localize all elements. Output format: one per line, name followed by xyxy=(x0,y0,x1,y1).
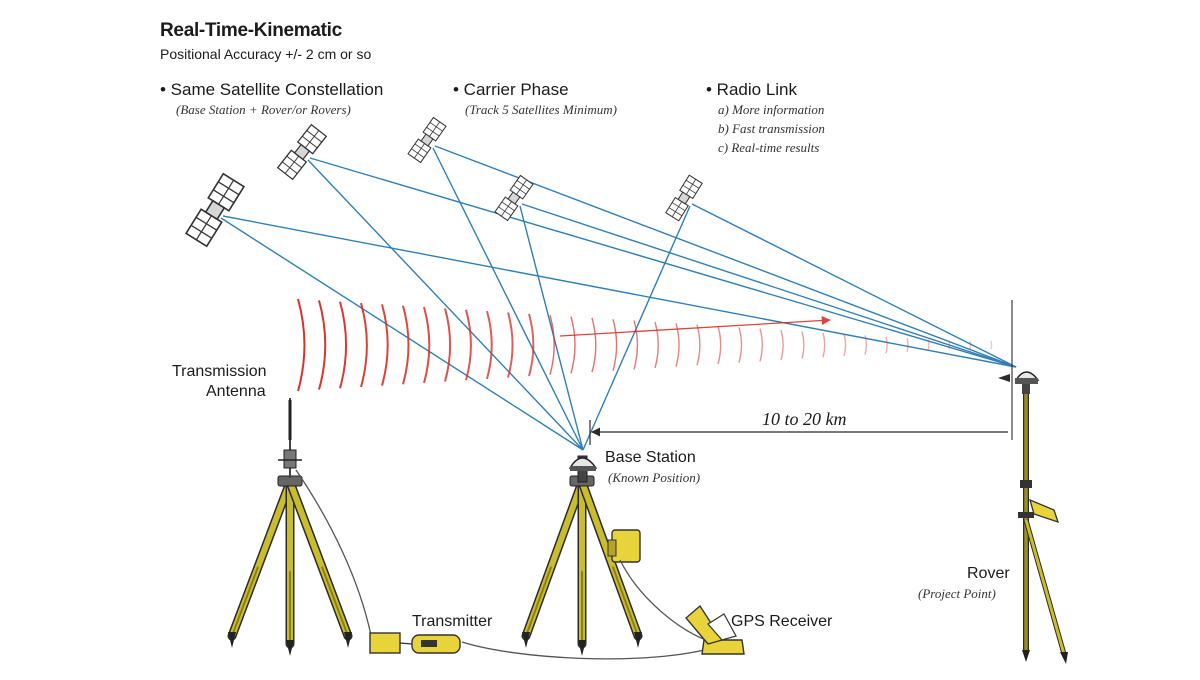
signal-line xyxy=(432,147,584,451)
cable xyxy=(295,469,373,641)
rover-pole-icon xyxy=(1014,371,1068,664)
satellite-icon xyxy=(184,172,246,248)
radio-wave-icon xyxy=(339,301,348,389)
antenna-mount xyxy=(283,449,297,469)
signal-line xyxy=(307,159,584,451)
radio-wave-icon xyxy=(927,339,930,351)
satellite-signal-lines xyxy=(220,145,1017,451)
radio-wave-icon xyxy=(318,300,327,390)
cable xyxy=(399,642,413,645)
signal-line xyxy=(309,157,1017,368)
radio-wave-icon xyxy=(696,324,701,366)
radio-wave-icon xyxy=(948,340,951,350)
feature-carrier-note: (Track 5 Satellites Minimum) xyxy=(465,102,618,117)
radio-wave-icon xyxy=(738,327,743,363)
base-tripod-icon xyxy=(521,475,643,656)
gps-antenna-icon xyxy=(570,466,596,471)
ground-equipment xyxy=(227,300,1068,664)
signal-line xyxy=(222,215,1017,368)
distance-label: 10 to 20 km xyxy=(762,409,847,429)
feature-radio-item: c) Real-time results xyxy=(718,140,820,155)
radio-wave-icon xyxy=(465,309,472,381)
signal-line xyxy=(220,217,584,451)
signal-line xyxy=(434,145,1017,368)
radio-wave-icon xyxy=(801,331,805,359)
rover-label: Rover xyxy=(967,565,1010,582)
signal-line xyxy=(519,205,584,451)
radio-wave-icon xyxy=(297,298,306,392)
radio-wave-icon xyxy=(591,317,597,373)
radio-wave-icon xyxy=(759,328,763,362)
radio-wave-icon xyxy=(486,310,493,380)
feature-satellite-note: (Base Station + Rover/or Rovers) xyxy=(176,102,351,117)
feature-radio-heading: • Radio Link xyxy=(706,80,798,99)
feature-satellite-heading: • Same Satellite Constellation xyxy=(160,80,384,99)
radio-wave-icon xyxy=(528,313,535,377)
feature-radio-item: b) Fast transmission xyxy=(718,121,825,136)
transmitter-box-icon xyxy=(421,640,437,647)
radio-arrow xyxy=(559,315,831,337)
rover-note: (Project Point) xyxy=(918,586,996,601)
radio-waves xyxy=(297,298,993,392)
gps-receiver-label: GPS Receiver xyxy=(731,613,833,630)
cable xyxy=(619,559,707,641)
base-station-note: (Known Position) xyxy=(608,470,701,485)
satellite-icon xyxy=(407,116,447,164)
signal-line xyxy=(582,205,691,451)
transmitter-label: Transmitter xyxy=(412,613,493,630)
radio-wave-icon xyxy=(654,321,659,369)
radio-wave-icon xyxy=(969,340,972,350)
rover-pointer xyxy=(998,374,1010,382)
subtitle: Positional Accuracy +/- 2 cm or so xyxy=(160,46,372,62)
transmission-antenna-label: Transmission xyxy=(172,363,267,380)
base-station-label: Base Station xyxy=(605,449,696,466)
radio-wave-icon xyxy=(633,320,639,370)
radio-wave-icon xyxy=(843,333,847,357)
page-title: Real-Time-Kinematic xyxy=(160,20,342,41)
transmission-antenna-label: Antenna xyxy=(206,383,266,400)
radio-wave-icon xyxy=(612,319,618,371)
feature-carrier-heading: • Carrier Phase xyxy=(453,80,569,99)
radio-wave-icon xyxy=(507,312,514,378)
radio-wave-icon xyxy=(906,337,909,353)
radio-wave-icon xyxy=(780,329,784,361)
signal-line xyxy=(691,203,1017,368)
radio-wave-icon xyxy=(360,302,368,388)
radio-wave-icon xyxy=(717,325,722,365)
radio-wave-icon xyxy=(381,304,389,386)
gps-receiver-icon xyxy=(707,613,737,641)
satellite-icon xyxy=(494,174,534,222)
satellite-icon xyxy=(276,123,328,181)
battery-box-icon xyxy=(369,632,401,654)
antenna-tripod-icon xyxy=(227,475,353,656)
radio-wave-icon xyxy=(990,340,993,350)
satellites xyxy=(184,116,703,248)
radio-wave-icon xyxy=(444,308,452,382)
gps-receiver-icon xyxy=(701,639,745,655)
radio-wave-icon xyxy=(549,315,555,375)
radio-wave-icon xyxy=(885,336,888,354)
radio-wave-icon xyxy=(675,323,680,367)
radio-wave-icon xyxy=(864,335,868,355)
radio-wave-icon xyxy=(402,305,410,385)
radio-wave-icon xyxy=(570,316,576,374)
base-controller-icon xyxy=(607,539,617,557)
radio-wave-icon xyxy=(822,332,826,358)
cable xyxy=(461,641,705,660)
signal-line xyxy=(521,203,1017,368)
satellite-icon xyxy=(665,174,703,222)
feature-radio-item: a) More information xyxy=(718,102,825,117)
radio-wave-icon xyxy=(423,306,431,384)
